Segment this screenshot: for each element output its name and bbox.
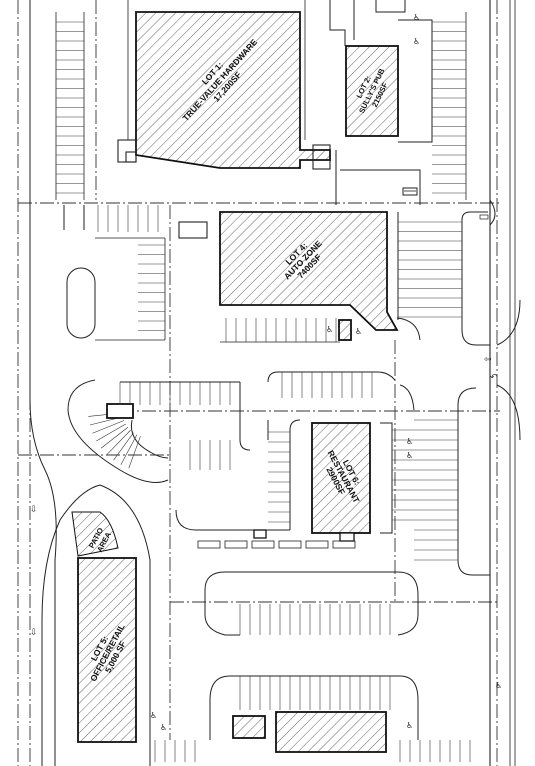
lot-6-building xyxy=(253,422,414,542)
parking-stall-line xyxy=(100,427,129,449)
east-drive-curve xyxy=(489,199,496,226)
east-drive-curve xyxy=(496,384,521,441)
parking-stall-line xyxy=(113,432,134,461)
wheel-stops xyxy=(197,540,356,549)
parking-curved xyxy=(67,379,240,483)
arrow-left-icon: ⇦ xyxy=(484,355,492,365)
accessible-parking-icon: ♿ xyxy=(413,37,420,46)
wheel-stop xyxy=(305,540,329,549)
wheel-stop xyxy=(251,540,275,549)
lot-2-building xyxy=(329,0,433,205)
parking-east xyxy=(397,211,490,346)
wheel-stop xyxy=(332,540,356,549)
monument-sign xyxy=(106,403,134,419)
accessible-parking-icon: ♿ xyxy=(406,721,413,730)
parking-ne: ♿ ♿ xyxy=(413,12,467,200)
wheel-stop xyxy=(224,540,248,549)
east-drive-curve xyxy=(496,299,521,346)
accessible-parking-icon: ♿ xyxy=(355,327,362,336)
parking-south: ♿ ♿ ♿ ♿ xyxy=(150,571,502,762)
lot-4-building xyxy=(178,211,421,341)
parking-stall-line xyxy=(92,420,125,434)
trash-enclosure xyxy=(402,187,418,196)
arrow-uturn-icon: ↶ xyxy=(490,373,498,383)
lot-1-building xyxy=(117,0,331,170)
accessible-parking-icon: ♿ xyxy=(160,723,167,732)
accessible-parking-icon: ♿ xyxy=(495,681,502,690)
parking-center xyxy=(119,371,396,531)
accessible-parking-icon: ♿ xyxy=(326,325,333,334)
accessible-parking-icon: ♿ xyxy=(406,437,413,446)
accessible-parking-icon: ♿ xyxy=(413,13,420,22)
parking-east-lower xyxy=(399,384,490,576)
west-street xyxy=(29,0,151,766)
accessible-parking-icon: ♿ xyxy=(406,451,413,460)
parking-stall-line xyxy=(120,434,138,465)
parking-stall-line xyxy=(128,436,141,469)
lot-5-building xyxy=(71,511,137,743)
wheel-stop xyxy=(278,540,302,549)
arrow-down-icon: ⇩ xyxy=(30,505,38,515)
arrow-down-icon: ⇩ xyxy=(30,628,38,638)
parking-west-island xyxy=(63,205,166,341)
parking-nw xyxy=(55,12,85,200)
accessible-parking-icon: ♿ xyxy=(150,711,157,720)
parking-lot4-south xyxy=(220,318,340,343)
parking-stall-line xyxy=(106,429,131,455)
wheel-stop xyxy=(197,540,221,549)
parking-stall-line xyxy=(96,423,126,442)
